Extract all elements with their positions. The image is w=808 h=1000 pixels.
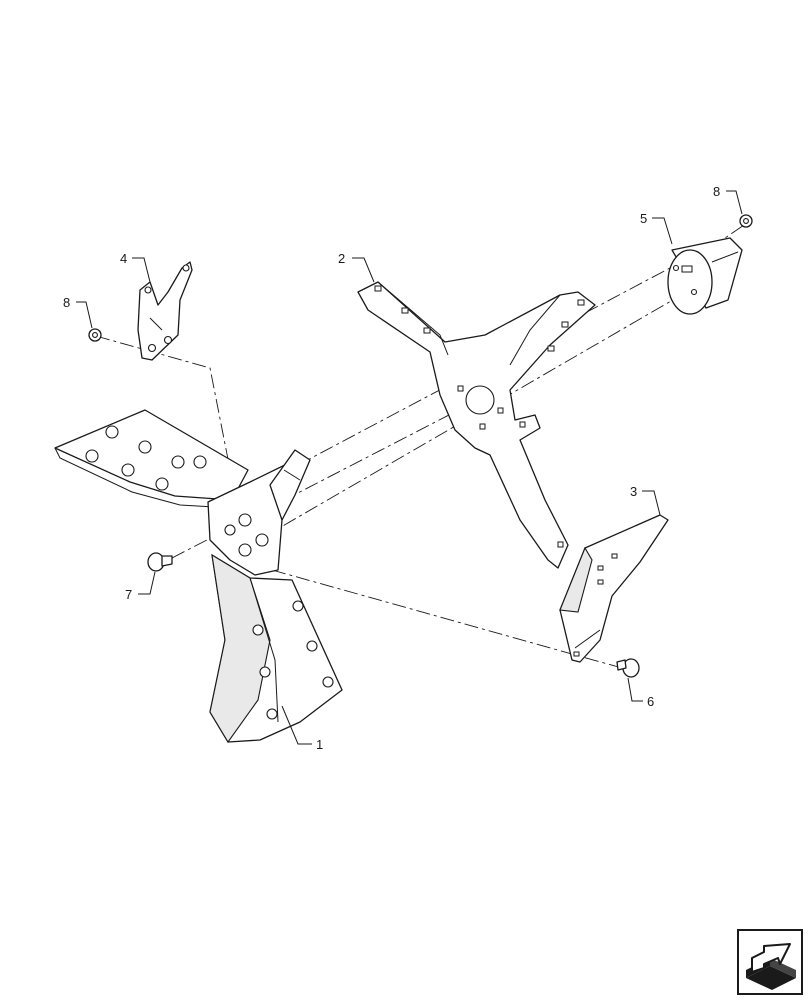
centerline-nut-8-left <box>95 335 241 521</box>
leader-8-left <box>76 301 93 329</box>
part-4-upper-clip <box>137 261 193 361</box>
part-7-carriage-bolt <box>147 552 173 572</box>
leader-3 <box>642 490 661 516</box>
next-page-arrow-icon[interactable] <box>737 929 803 995</box>
callout-labels: 1 2 3 4 5 6 7 8 8 <box>63 184 720 752</box>
callout-label-4: 4 <box>120 251 127 266</box>
leader-4 <box>132 257 151 283</box>
callout-label-2: 2 <box>338 251 345 266</box>
callout-label-6: 6 <box>647 694 654 709</box>
callout-label-8-left: 8 <box>63 295 70 310</box>
leader-1 <box>281 705 312 745</box>
callout-label-3: 3 <box>630 484 637 499</box>
leader-7 <box>138 571 156 595</box>
leader-6 <box>627 677 643 702</box>
part-8-nut-left <box>88 328 102 342</box>
centerline-lower-guide <box>261 289 691 539</box>
callout-leaders <box>76 190 743 745</box>
leader-2 <box>352 257 375 283</box>
leader-5 <box>652 217 673 245</box>
part-6-carriage-bolt <box>616 658 640 678</box>
part-8-nut-right <box>739 214 753 228</box>
callout-label-8-right: 8 <box>713 184 720 199</box>
part-2-y-frame-bracket <box>357 281 596 569</box>
part-3-deflector-plate <box>559 514 669 663</box>
leader-8-right <box>726 190 743 215</box>
part-1-mounting-bracket <box>54 409 343 744</box>
centerline-bolt-6 <box>271 569 623 669</box>
callout-label-1: 1 <box>316 737 323 752</box>
callout-label-7: 7 <box>125 587 132 602</box>
part-5-cone-spacer <box>667 237 743 315</box>
callout-label-5: 5 <box>640 211 647 226</box>
